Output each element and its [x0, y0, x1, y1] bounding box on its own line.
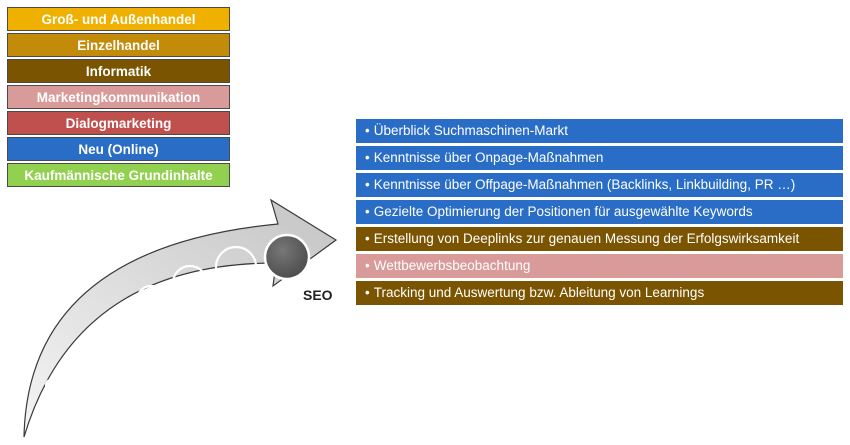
step-circle-3: [79, 331, 101, 353]
bullet-icon: •: [365, 150, 370, 165]
task-item: • Tracking und Auswertung bzw. Ableitung…: [355, 280, 844, 306]
bullet-icon: •: [365, 123, 370, 138]
task-text: Gezielte Optimierung der Positionen für …: [373, 204, 753, 219]
step-circle-6: [171, 264, 209, 302]
bullet-icon: •: [365, 204, 370, 219]
bullet-icon: •: [365, 258, 370, 273]
task-text: Überblick Suchmaschinen-Markt: [373, 123, 569, 138]
step-circle-current: [263, 233, 311, 281]
legend-item-informatik: Informatik: [7, 59, 230, 83]
step-circle-7: [214, 245, 258, 289]
step-circle-1: [44, 378, 58, 392]
legend-item-kaufmaennisch: Kaufmännische Grundinhalte: [7, 163, 230, 187]
task-text: Kenntnisse über Onpage-Maßnahmen: [373, 150, 604, 165]
task-text: Tracking und Auswertung bzw. Ableitung v…: [373, 285, 705, 300]
task-text: Erstellung von Deeplinks zur genauen Mes…: [373, 231, 800, 246]
category-legend: Groß- und Außenhandel Einzelhandel Infor…: [7, 7, 230, 189]
task-item: • Gezielte Optimierung der Positionen fü…: [355, 199, 844, 225]
progress-arrow: [23, 198, 338, 438]
arrow-body: [23, 198, 338, 438]
bullet-icon: •: [365, 177, 370, 192]
bullet-icon: •: [365, 231, 370, 246]
legend-item-grosshandel: Groß- und Außenhandel: [7, 7, 230, 31]
seo-label: SEO: [303, 287, 333, 303]
task-item: • Kenntnisse über Onpage-Maßnahmen: [355, 145, 844, 171]
bullet-icon: •: [365, 285, 370, 300]
legend-item-marketingkommunikation: Marketingkommunikation: [7, 85, 230, 109]
step-circle-5: [135, 284, 167, 316]
step-circle-4: [106, 307, 132, 333]
legend-item-dialogmarketing: Dialogmarketing: [7, 111, 230, 135]
task-item: • Erstellung von Deeplinks zur genauen M…: [355, 226, 844, 252]
step-circle-2: [60, 355, 78, 373]
task-item: • Wettbewerbsbeobachtung: [355, 253, 844, 279]
legend-item-neu-online: Neu (Online): [7, 137, 230, 161]
legend-item-einzelhandel: Einzelhandel: [7, 33, 230, 57]
task-item: • Kenntnisse über Offpage-Maßnahmen (Bac…: [355, 172, 844, 198]
task-text: Kenntnisse über Offpage-Maßnahmen (Backl…: [373, 177, 796, 192]
task-item: • Überblick Suchmaschinen-Markt: [355, 118, 844, 144]
task-text: Wettbewerbsbeobachtung: [373, 258, 531, 273]
seo-task-list: • Überblick Suchmaschinen-Markt • Kenntn…: [355, 118, 844, 307]
